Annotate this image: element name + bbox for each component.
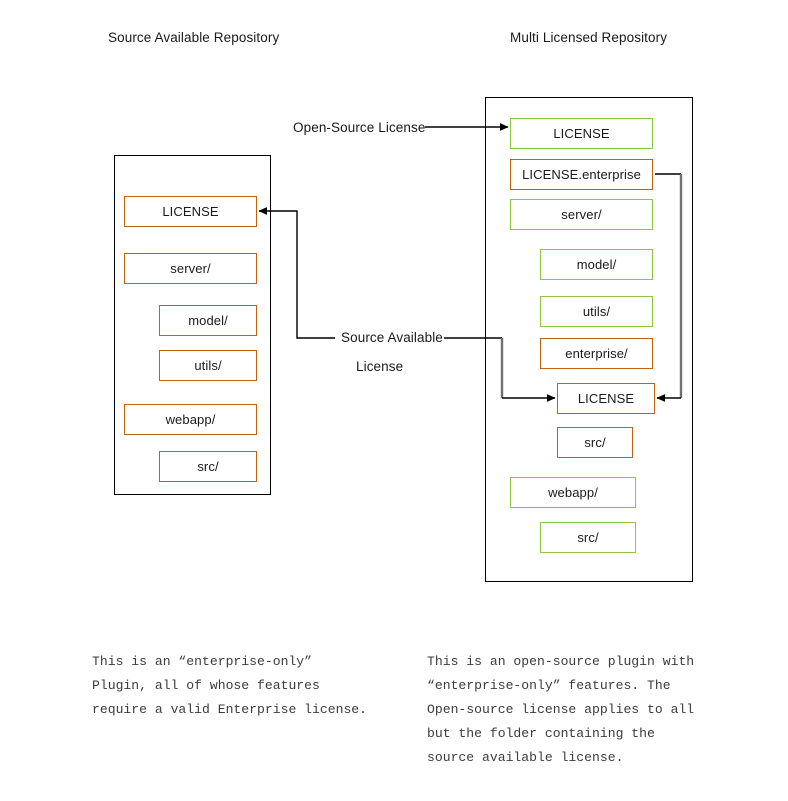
left-caption: This is an “enterprise-only” Plugin, all…: [92, 654, 368, 717]
left-node-utils[interactable]: utils/: [159, 350, 257, 381]
node-label: server/: [170, 261, 211, 276]
node-label: enterprise/: [565, 346, 628, 361]
right-caption: This is an open-source plugin with “ente…: [427, 654, 695, 765]
left-node-webapp[interactable]: webapp/: [124, 404, 257, 435]
node-label: LICENSE: [553, 126, 610, 141]
right-node-enterprise[interactable]: enterprise/: [540, 338, 653, 369]
right-node-enterprise-src[interactable]: src/: [557, 427, 633, 458]
edge-label-source-available-line1: Source Available: [341, 330, 443, 345]
right-node-server[interactable]: server/: [510, 199, 653, 230]
node-label: model/: [576, 257, 617, 272]
node-label: src/: [584, 435, 606, 450]
left-node-src[interactable]: src/: [159, 451, 257, 482]
node-label: utils/: [582, 304, 611, 319]
node-label: LICENSE: [577, 391, 635, 406]
node-label: src/: [197, 459, 219, 474]
right-repo-frame: [485, 97, 693, 582]
left-node-model[interactable]: model/: [159, 305, 257, 336]
node-label: LICENSE.enterprise: [522, 167, 641, 182]
left-node-server[interactable]: server/: [124, 253, 257, 284]
node-label: webapp/: [548, 485, 598, 500]
right-node-webapp-src[interactable]: src/: [540, 522, 636, 553]
right-node-model[interactable]: model/: [540, 249, 653, 280]
right-node-license-enterprise[interactable]: LICENSE.enterprise: [510, 159, 653, 190]
left-node-license[interactable]: LICENSE: [124, 196, 257, 227]
right-node-license[interactable]: LICENSE: [510, 118, 653, 149]
right-node-enterprise-license[interactable]: LICENSE: [557, 383, 655, 414]
node-label: src/: [577, 530, 599, 545]
node-label: model/: [188, 313, 228, 328]
right-column-title: Multi Licensed Repository: [510, 30, 668, 45]
node-label: LICENSE: [162, 204, 219, 219]
right-node-webapp[interactable]: webapp/: [510, 477, 636, 508]
node-label: utils/: [194, 358, 222, 373]
node-label: server/: [561, 207, 602, 222]
left-column-title: Source Available Repository: [108, 30, 280, 45]
node-label: webapp/: [165, 412, 216, 427]
edge-label-source-available-line2: License: [356, 359, 404, 374]
right-node-utils[interactable]: utils/: [540, 296, 653, 327]
edge-label-open-source-license: Open-Source License: [293, 120, 426, 135]
